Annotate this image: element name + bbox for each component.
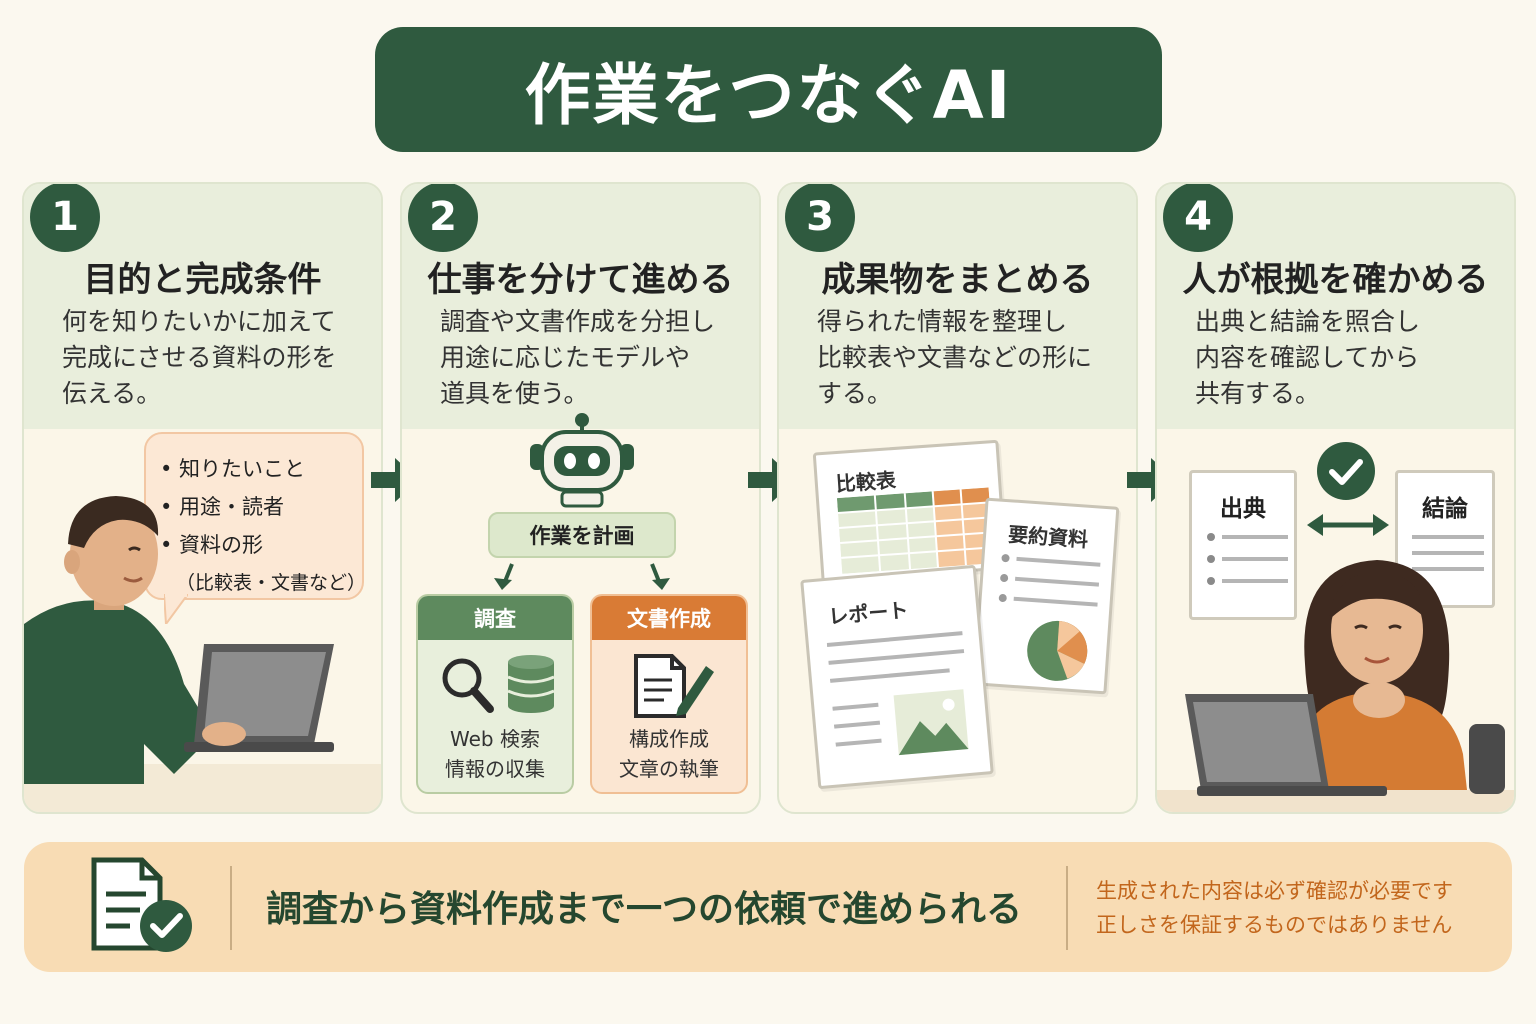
research-card-text: Web 検索 情報の収集 xyxy=(418,724,572,784)
summary-label: 要約資料 xyxy=(1007,522,1089,552)
search-icon xyxy=(442,658,494,713)
conclusion-paper-title: 結論 xyxy=(1422,496,1468,522)
step-3-desc-line: 得られた情報を整理し xyxy=(817,307,1068,336)
table-grid-icon xyxy=(836,487,994,574)
title-banner: 作業をつなぐAI xyxy=(375,27,1162,152)
branch-arrows xyxy=(494,563,670,590)
writing-card-line: 構成作成 xyxy=(629,727,709,751)
pie-chart-icon xyxy=(1027,620,1088,681)
step-2-description: 調査や文書作成を分担し 用途に応じたモデルや 道具を使う。 xyxy=(440,304,749,412)
step-2-desc-line: 用途に応じたモデルや xyxy=(440,343,691,372)
step-3-description: 得られた情報を整理し 比較表や文書などの形に する。 xyxy=(817,304,1126,412)
footer-disclaimer: 生成された内容は必ず確認が必要です 正しさを保証するものではありません xyxy=(1096,874,1453,942)
step-3-desc-line: 比較表や文書などの形に xyxy=(817,343,1093,372)
step-4-panel: 4 人が根拠を確かめる 出典と結論を照合し 内容を確認してから 共有する。 出典… xyxy=(1155,182,1516,814)
footer-main-message: 調査から資料作成まで一つの依頼で進められる xyxy=(266,889,1023,930)
bubble-item: • 用途・読者 xyxy=(160,495,285,519)
research-card-line: Web 検索 xyxy=(450,727,540,751)
footer-divider xyxy=(1066,866,1068,950)
research-card: 調査 Web 検索 情報の収集 xyxy=(416,594,574,794)
step-1-desc-line: 伝える。 xyxy=(62,379,162,408)
footer-banner: 調査から資料作成まで一つの依頼で進められる 生成された内容は必ず確認が必要です … xyxy=(24,842,1512,972)
source-paper-title: 出典 xyxy=(1220,496,1266,522)
text-lines xyxy=(1412,535,1484,571)
research-card-line: 情報の収集 xyxy=(445,757,545,781)
bubble-item: • 知りたいこと xyxy=(160,457,306,481)
bubble-sub-item: （比較表・文書など） xyxy=(176,572,367,594)
step-4-desc-line: 共有する。 xyxy=(1195,379,1321,408)
step-3-desc-line: する。 xyxy=(817,379,893,408)
comparison-table-label: 比較表 xyxy=(835,467,897,497)
step-1-panel: 1 目的と完成条件 何を知りたいかに加えて 完成にさせる資料の形を 伝える。 •… xyxy=(22,182,383,814)
source-paper: 出典 xyxy=(1189,470,1297,620)
woman-with-laptop-illustration xyxy=(1157,560,1514,812)
step-3-title: 成果物をまとめる xyxy=(821,260,1094,300)
step-2-number-badge: 2 xyxy=(408,184,478,252)
writing-card: 文書作成 構成作成 文章の執筆 xyxy=(590,594,748,794)
step-4-description: 出典と結論を照合し 内容を確認してから 共有する。 xyxy=(1195,304,1504,412)
man-with-laptop-illustration xyxy=(24,496,381,812)
plan-box: 作業を計画 xyxy=(488,512,676,558)
step-1-description: 何を知りたいかに加えて 完成にさせる資料の形を 伝える。 xyxy=(62,304,371,412)
step-4-title: 人が根拠を確かめる xyxy=(1182,260,1489,300)
document-pen-icon xyxy=(634,654,714,718)
page-title: 作業をつなぐAI xyxy=(524,56,1013,134)
footer-note-line: 生成された内容は必ず確認が必要です xyxy=(1096,879,1453,903)
check-circle-icon xyxy=(1317,442,1375,500)
comparison-table-document: 比較表 xyxy=(812,439,1008,583)
bubble-item: • 資料の形 xyxy=(160,533,264,557)
writing-card-header: 文書作成 xyxy=(592,596,746,640)
step-3-panel: 3 成果物をまとめる 得られた情報を整理し 比較表や文書などの形に する。 比較… xyxy=(777,182,1138,814)
step-1-number-badge: 1 xyxy=(30,184,100,252)
writing-card-line: 文章の執筆 xyxy=(619,757,719,781)
research-card-header: 調査 xyxy=(418,596,572,640)
footer-divider xyxy=(230,866,232,950)
conclusion-paper: 結論 xyxy=(1395,470,1495,608)
writing-card-text: 構成作成 文章の執筆 xyxy=(592,724,746,784)
bullet-lines xyxy=(1207,533,1288,585)
robot-icon xyxy=(530,413,634,508)
step-4-desc-line: 内容を確認してから xyxy=(1195,343,1420,372)
summary-document: 要約資料 xyxy=(972,497,1120,695)
step-1-title: 目的と完成条件 xyxy=(83,260,322,300)
step-2-panel: 2 仕事を分けて進める 調査や文書作成を分担し 用途に応じたモデルや 道具を使う… xyxy=(400,182,761,814)
step-1-desc-line: 完成にさせる資料の形を xyxy=(62,343,337,372)
step-2-desc-line: 調査や文書作成を分担し xyxy=(440,307,716,336)
footer-note-line: 正しさを保証するものではありません xyxy=(1096,913,1453,937)
step-1-desc-line: 何を知りたいかに加えて xyxy=(62,307,336,336)
bubble-tail xyxy=(164,594,188,624)
bullet-lines xyxy=(998,554,1101,607)
report-lines xyxy=(826,631,969,756)
double-arrow-icon xyxy=(1307,514,1389,536)
step-3-number-badge: 3 xyxy=(785,184,855,252)
step-2-desc-line: 道具を使う。 xyxy=(440,379,589,408)
document-check-icon xyxy=(91,857,192,952)
report-document: レポート xyxy=(800,564,994,790)
step-4-number-badge: 4 xyxy=(1163,184,1233,252)
database-icon xyxy=(507,655,555,713)
step-4-desc-line: 出典と結論を照合し xyxy=(1195,307,1421,336)
speech-bubble: • 知りたいこと • 用途・読者 • 資料の形 （比較表・文書など） xyxy=(144,432,367,600)
step-2-title: 仕事を分けて進める xyxy=(427,260,734,300)
report-label: レポート xyxy=(827,597,910,629)
